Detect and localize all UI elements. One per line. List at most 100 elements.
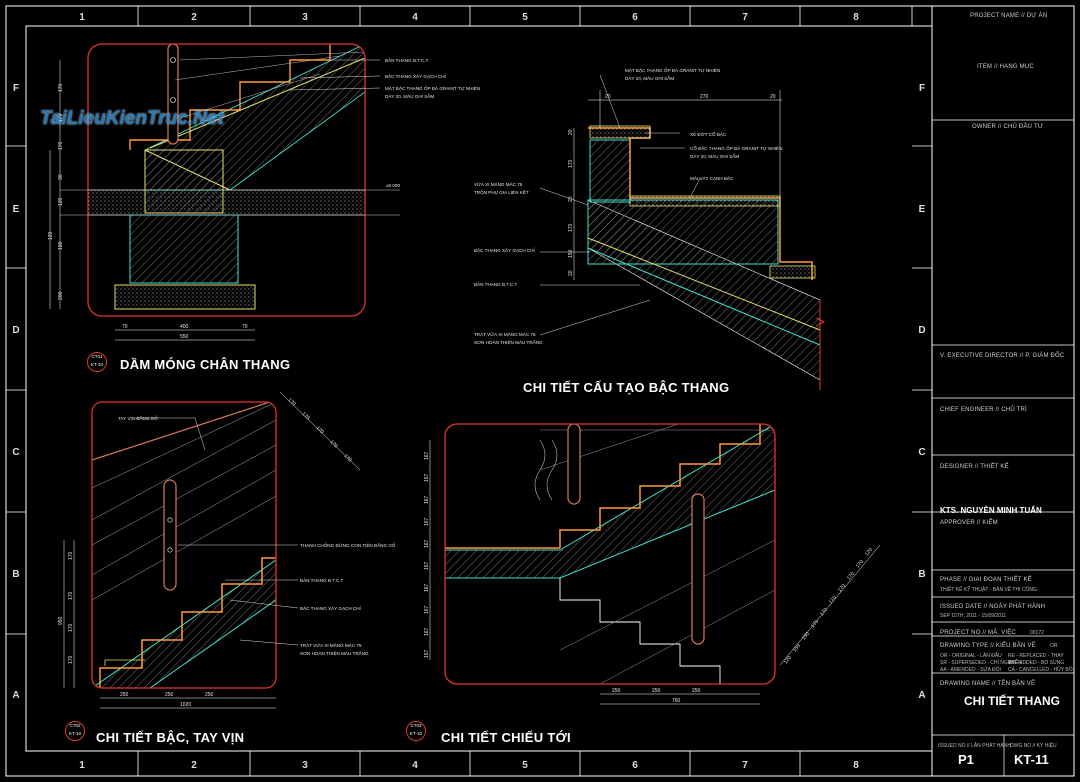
note-v2-8: BẬC THANG XÂY GẠCH CHỈ <box>474 247 536 253</box>
note-v1-2: MẶT BẬC THANG ỐP ĐÁ GRANIT TỰ NHIÊN <box>385 84 480 91</box>
grid-col-8: 8 <box>853 12 859 23</box>
dim-v4-l5: 167 <box>424 561 430 570</box>
note-v3-0: TAY VỊN BẰNG GỖ <box>118 414 158 421</box>
chief-label: CHIEF ENGINEER // CHỦ TRÌ <box>940 407 1027 413</box>
dim-v3-l2: 170 <box>68 623 74 632</box>
view-2-title: CHI TIẾT CẤU TẠO BẬC THANG <box>523 380 730 395</box>
dim-v4-l9: 167 <box>424 649 430 658</box>
dim-v1-l7: 120 <box>48 231 54 240</box>
grid-row-b-right: B <box>918 569 925 580</box>
owner-label: OWNER // CHỦ ĐẦU TƯ <box>972 124 1044 130</box>
grid-row-e: E <box>13 204 20 215</box>
drawing-type-label: DRAWING TYPE // KIỂU BẢN VẼ <box>940 643 1036 649</box>
note-v1-3: DÀY 20, MÀU GHI SẪM <box>385 93 434 99</box>
dim-v1-l1: 170 <box>58 113 64 122</box>
dim-v1-b0: 70 <box>122 324 128 330</box>
dim-v3-b1: 250 <box>165 692 174 698</box>
dim-v4-l4: 167 <box>424 539 430 548</box>
sheet-frame <box>5 5 1075 777</box>
dim-v2-l4: 150 <box>568 249 574 258</box>
dim-v4-d3: 170 <box>810 619 820 629</box>
dim-v2-t2: 20 <box>770 94 776 100</box>
view-3-title: CHI TIẾT BẬC, TAY VỊN <box>96 730 245 745</box>
grid-col-3-bottom: 3 <box>302 760 308 771</box>
note-v1-1: BẬC THANG XÂY GẠCH CHỈ <box>385 73 447 79</box>
dim-v3-l1: 170 <box>68 591 74 600</box>
view-4-landing-detail: 167 167 167 167 167 167 167 167 167 167 … <box>424 423 881 705</box>
grid-col-1-bottom: 1 <box>79 760 85 771</box>
dim-v3-d3: 170 <box>329 439 339 449</box>
dim-v1-l0: 170 <box>58 83 64 92</box>
view-1-footing-beam: 70 400 70 550 170 170 170 30 120 180 200… <box>48 43 480 341</box>
note-v1-level: ±0.000 <box>386 183 400 188</box>
note-v2-11: SƠN HOÀN THIỆN MÀU TRẮNG <box>474 338 543 345</box>
dim-v1-l3: 30 <box>58 174 64 180</box>
legend-3: AD - ADDED - BỔ SUNG <box>1008 660 1065 666</box>
drawing-name-label: DRAWING NAME // TÊN BẢN VẼ <box>940 681 1036 687</box>
dim-v1-l4: 120 <box>58 197 64 206</box>
dim-v4-d5: 170 <box>828 595 838 605</box>
dim-v3-d0: 170 <box>287 397 297 407</box>
view-3-step-handrail: 250 250 250 1020 170 170 170 170 950 170… <box>58 391 396 709</box>
item-label: ITEM // HẠNG MỤC <box>977 64 1034 70</box>
view-1-title: DẦM MÓNG CHÂN THANG <box>120 357 291 372</box>
note-v2-6: VỮA XI MĂNG MÁC 75 <box>474 181 523 187</box>
note-v2-10: TRÁT VỮA XI MĂNG MÁC 75 <box>474 331 536 337</box>
dim-v3-d4: 170 <box>343 453 353 463</box>
dim-v3-l0: 170 <box>68 551 74 560</box>
note-v2-2: XẺ ĐỚT CỔ BẬC <box>690 131 727 137</box>
grid-row-a-right: A <box>918 690 925 701</box>
grid-labels: 1 2 3 4 5 6 7 8 1 2 3 4 5 6 7 8 F E D C … <box>12 12 925 771</box>
dim-v2-l3: 170 <box>568 223 574 232</box>
grid-col-3: 3 <box>302 12 308 23</box>
legend-1: RE - REPLACED - THAY THẾ <box>1008 653 1064 666</box>
note-v3-2: BẢN THANG B.T.C.T <box>300 577 343 583</box>
dim-v4-d1: 150 <box>792 643 802 653</box>
dim-v4-l0: 167 <box>424 451 430 460</box>
dim-v4-l3: 167 <box>424 517 430 526</box>
dim-v3-b2: 250 <box>205 692 214 698</box>
designer-name: KTS. NGUYỄN MINH TUẤN <box>940 506 1042 515</box>
grid-row-e-right: E <box>919 204 926 215</box>
phase-label: PHASE // GIAI ĐOẠN THIẾT KẾ <box>940 577 1032 583</box>
grid-col-2: 2 <box>191 12 197 23</box>
dim-v4-total: 760 <box>672 698 681 704</box>
dim-v3-d1: 170 <box>301 411 311 421</box>
issued-no-value: P1 <box>958 752 974 767</box>
grid-row-c-right: C <box>918 447 925 458</box>
issued-no-label: ISSUED NO // LẦN PHÁT HÀNH <box>938 743 1011 749</box>
legend-2: SR - SUPERSEDED - CHỈ NGUYÊN <box>940 660 1022 666</box>
grid-row-f-right: F <box>919 83 925 94</box>
dim-v4-d6: 170 <box>837 583 847 593</box>
dim-v2-t1: 270 <box>700 94 709 100</box>
dim-v4-l8: 167 <box>424 627 430 636</box>
note-v2-9: BẢN THANG B.T.C.T <box>474 281 517 287</box>
legend-0: OR - ORIGINAL - LẦN ĐẦU <box>940 653 1002 659</box>
grid-row-b: B <box>12 569 19 580</box>
drawing-type-value: OR <box>1050 643 1058 649</box>
grid-col-4: 4 <box>412 12 418 23</box>
grid-ticks <box>6 6 932 776</box>
note-v2-5: MÀI VÁT CẠNH BẬC <box>690 175 734 181</box>
note-v2-3: CỔ BẬC THANG ỐP ĐÁ GRANIT TỰ NHIÊN <box>690 144 782 151</box>
dim-v1-l5: 180 <box>58 241 64 250</box>
watermark-logo: TaiLieuKienTruc.Net <box>40 108 224 129</box>
dim-v4-l2: 167 <box>424 495 430 504</box>
note-v2-0: MẶT BẬC THANG ỐP ĐÁ GRANIT TỰ NHIÊN <box>625 66 720 73</box>
grid-col-4-bottom: 4 <box>412 760 418 771</box>
note-v3-5: SƠN HOÀN THIỆN MÀU TRẮNG <box>300 649 369 656</box>
dim-v3-l4: 950 <box>58 616 64 625</box>
view-4-title: CHI TIẾT CHIẾU TỚI <box>441 730 571 745</box>
note-v3-1: THANH CHỐNG ĐỨNG CON TIỆN BẰNG GỖ <box>300 541 396 548</box>
director-label: V. EXECUTIVE DIRECTOR // P. GIÁM ĐỐC <box>940 353 1065 359</box>
legend-4: AA - AMENDED - SỬA ĐỔI <box>940 667 1001 673</box>
dim-v4-b2: 250 <box>692 688 701 694</box>
note-v3-4: TRÁT VỮA XI MĂNG MÁC 75 <box>300 642 362 648</box>
note-v2-1: DÀY 20, MÀU GHI SẪM <box>625 75 674 81</box>
dim-v4-d0: 120 <box>783 655 793 665</box>
view-2-step-detail: 20 270 20 20 170 20 170 150 20 MẶT BẬC T… <box>474 66 826 390</box>
grid-row-c: C <box>12 447 19 458</box>
